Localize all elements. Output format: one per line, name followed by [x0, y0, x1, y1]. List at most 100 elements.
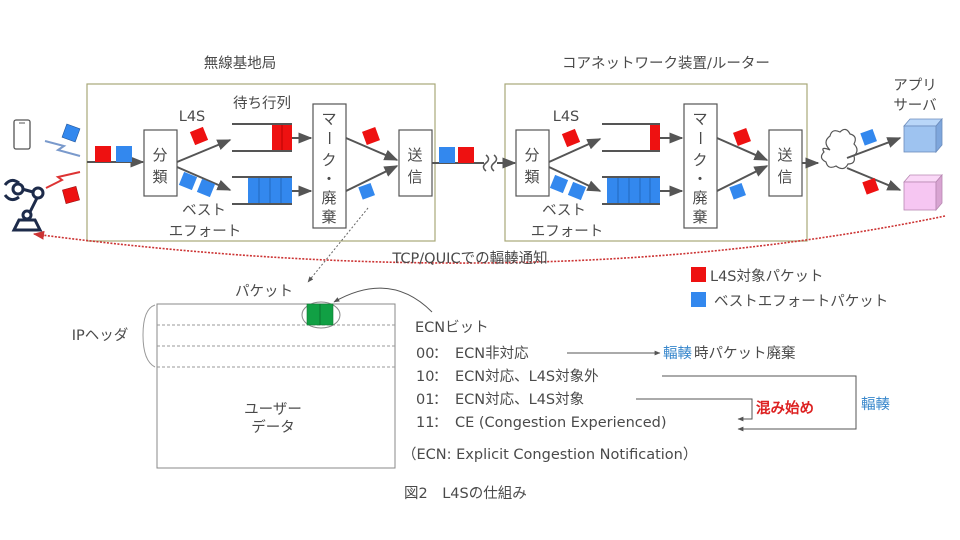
core-router-title: コアネットワーク装置/ルーター — [562, 55, 770, 72]
drop-note-highlight: 輻輳 — [663, 345, 692, 362]
legend-label-best-effort: ベストエフォートパケット — [714, 293, 888, 310]
mark-discard-label: ー — [691, 130, 709, 145]
legend-label-l4s: L4S対象パケット — [710, 268, 824, 285]
ecn-title: ECNビット — [415, 319, 489, 336]
cloud-icon — [820, 128, 858, 170]
best-effort-label: ベスト — [542, 203, 586, 219]
classify-label: 類 — [524, 168, 539, 186]
congestion-start-label: 混み始め — [756, 399, 814, 417]
l4s-queue — [602, 123, 660, 152]
classify-label: 類 — [152, 168, 167, 186]
send-label: 信 — [407, 168, 422, 186]
mark-discard-label: 廃 — [692, 189, 707, 207]
ecn-footnote: （ECN: Explicit Congestion Notification） — [402, 446, 697, 463]
ecn-row-code: 00 — [416, 346, 434, 362]
packet-best-effort — [61, 123, 81, 143]
ecn-highlight-ellipse — [301, 301, 341, 329]
ip-header-brace — [142, 304, 156, 368]
mark-discard-label: ク — [321, 151, 336, 169]
queue-label: 待ち行列 — [233, 95, 291, 112]
smartphone-icon — [13, 119, 31, 150]
packet-best-effort — [439, 147, 455, 163]
base-station-title: 無線基地局 — [204, 55, 277, 72]
ecn-row-desc: CE (Congestion Experienced) — [455, 415, 667, 431]
app-server-blue — [903, 117, 943, 154]
packet-l4s — [561, 128, 581, 148]
send-label: 送 — [777, 146, 792, 164]
ecn-row-code: 10 — [416, 369, 434, 385]
drop-note-text: 時パケット廃棄 — [694, 344, 796, 362]
l4s-label: L4S — [179, 109, 206, 125]
send-label: 送 — [407, 146, 422, 164]
congestion-bracket — [662, 375, 857, 432]
congestion-label: 輻輳 — [861, 396, 890, 413]
mark-discard-label: 棄 — [692, 208, 707, 226]
ecn-row-code: 01 — [416, 392, 434, 408]
mark-discard-label: ・ — [692, 170, 707, 188]
packet-best-effort — [116, 146, 132, 162]
mark-discard-label: マ — [692, 110, 707, 128]
packet-best-effort — [196, 178, 216, 198]
core-router-box — [504, 83, 808, 242]
user-data-label: ユーザー — [244, 401, 302, 418]
ecn-row-sep: ： — [433, 392, 448, 408]
packet-l4s — [62, 186, 80, 204]
mark-discard-label: 棄 — [321, 208, 336, 226]
classify-label: 分 — [524, 146, 539, 164]
legend-swatch-l4s — [691, 267, 706, 282]
packet-l4s — [362, 127, 380, 145]
packet-l4s — [733, 128, 751, 146]
packet-structure-box — [156, 303, 396, 469]
best-effort-queue — [602, 176, 660, 205]
packet-l4s — [189, 126, 209, 146]
send-label: 信 — [777, 168, 792, 186]
ecn-row-desc: ECN非対応 — [455, 345, 529, 362]
send-box — [398, 129, 433, 197]
congestion-start-bracket — [636, 398, 753, 422]
mark-discard-box — [312, 103, 347, 229]
packet-best-effort — [729, 182, 746, 200]
packet-l4s — [862, 177, 879, 195]
ip-header-label: IPヘッダ — [72, 327, 129, 344]
ecn-row-desc: ECN対応、L4S対象外 — [455, 368, 599, 385]
classify-label: 分 — [152, 146, 167, 164]
mark-discard-label: ー — [320, 130, 338, 145]
classify-box — [515, 129, 550, 197]
classify-box — [143, 129, 178, 197]
ecn-row-sep: ： — [433, 415, 448, 431]
mark-discard-label: ク — [692, 151, 707, 169]
packet-l4s — [458, 147, 474, 163]
ecn-row-desc: ECN対応、L4S対象 — [455, 391, 584, 408]
app-server-label: サーバ — [893, 98, 936, 114]
app-server-pink — [903, 173, 943, 212]
packet-best-effort — [358, 182, 375, 200]
ecn-pointer-arrow — [333, 287, 433, 313]
l4s-label: L4S — [553, 109, 580, 125]
figure-caption: 図2 L4Sの仕組み — [404, 485, 527, 502]
packet-l4s — [95, 146, 111, 162]
user-data-label: データ — [251, 418, 295, 436]
l4s-queue — [232, 123, 292, 152]
best-effort-label: エフォート — [531, 224, 604, 240]
ecn-row-sep: ： — [433, 369, 448, 385]
mark-discard-box — [683, 103, 718, 229]
ecn-row-code: 11 — [416, 415, 434, 431]
mark-discard-label: マ — [321, 110, 336, 128]
lightning-icon — [44, 140, 81, 189]
packet-best-effort — [860, 128, 877, 146]
best-effort-label: エフォート — [169, 224, 242, 240]
ecn-row-sep: ： — [433, 346, 448, 362]
send-box — [768, 129, 803, 197]
mark-discard-label: 廃 — [321, 189, 336, 207]
packet-best-effort — [178, 171, 198, 191]
packet-best-effort — [567, 181, 587, 201]
legend-swatch-best-effort — [691, 292, 706, 307]
notification-label: TCP/QUICでの輻輳通知 — [391, 250, 547, 267]
packet-label: パケット — [235, 283, 293, 300]
app-server-label: アプリ — [893, 77, 937, 94]
packet-best-effort — [549, 174, 569, 194]
best-effort-label: ベスト — [182, 203, 226, 219]
best-effort-queue — [232, 176, 292, 205]
robot-arm-icon — [3, 178, 45, 232]
